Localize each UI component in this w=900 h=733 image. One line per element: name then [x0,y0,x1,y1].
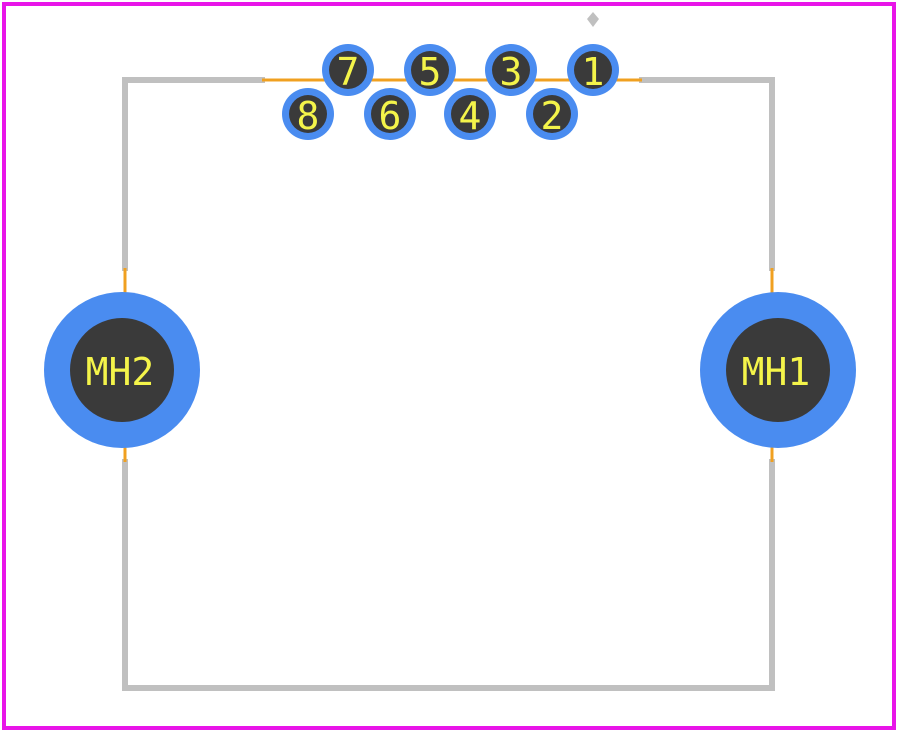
pad[interactable]: 5 [404,44,456,96]
silk-bottom [122,459,775,691]
mounting-hole-mh1[interactable]: MH1 [700,292,856,448]
pad-label: 4 [459,94,482,138]
mounting-hole-mh2[interactable]: MH2 [44,292,200,448]
pad[interactable]: 3 [485,44,537,96]
pad-label: 7 [337,50,360,94]
pad-label: 6 [379,94,402,138]
pad-label: 1 [582,50,605,94]
pad[interactable]: 1 [567,44,619,96]
pad[interactable]: 6 [364,88,416,140]
pad[interactable]: 4 [444,88,496,140]
pin1-marker-icon [587,12,599,27]
copper-traces [123,78,774,462]
silkscreen-outline [122,77,775,691]
pad-label: 5 [419,50,442,94]
mounting-hole-label: MH1 [742,350,811,394]
pad[interactable]: 8 [282,88,334,140]
pad[interactable]: 7 [322,44,374,96]
pad[interactable]: 2 [526,88,578,140]
pad-label: 3 [500,50,523,94]
pad-group: 7 5 3 1 8 6 4 [282,44,619,140]
silk-top-left [122,77,265,271]
mounting-hole-label: MH2 [86,350,155,394]
silk-top-right [639,77,775,271]
pad-label: 8 [297,94,320,138]
pad-label: 2 [541,94,564,138]
